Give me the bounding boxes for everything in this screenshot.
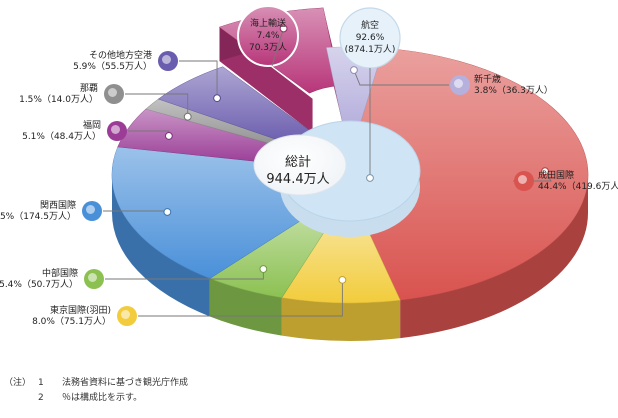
pie-slice-side xyxy=(281,297,401,342)
slice-label-value: 5.1%（48.4万人） xyxy=(22,131,101,142)
note-2-text: ％は構成比を示す。 xyxy=(62,391,142,403)
slice-label-name: 成田国際 xyxy=(538,169,574,181)
callout-bubble-shine xyxy=(238,6,298,66)
legend-bubble-shine xyxy=(518,175,527,184)
callout-line xyxy=(138,279,343,317)
slice-label-value: 44.4%（419.6万人） xyxy=(538,181,618,192)
note-1-text: 法務省資料に基づき観光庁作成 xyxy=(62,376,188,388)
legend-bubble-shine xyxy=(86,205,95,214)
slice-label-value: 8.0%（75.1万人） xyxy=(32,316,111,327)
center-total-value: 944.4万人 xyxy=(266,172,329,187)
notes: （注） 1 法務省資料に基づき観光庁作成 2 ％は構成比を示す。 xyxy=(4,376,188,403)
callout-dot xyxy=(163,208,172,216)
slice-label-name: 那覇 xyxy=(80,83,98,94)
callout-dot xyxy=(541,167,549,176)
slice-label-value: 5.4%（50.7万人） xyxy=(0,279,78,290)
slice-label-value: 70.3万人 xyxy=(249,42,287,53)
slice-label-name: 福岡 xyxy=(83,119,101,131)
slice-label-name: その他地方空港 xyxy=(89,49,152,61)
callouts xyxy=(82,5,552,326)
legend-bubble-shine xyxy=(162,55,171,64)
slice-label-name: 関西国際 xyxy=(40,199,76,211)
legend-bubble-shine xyxy=(108,88,117,97)
callout-dot xyxy=(279,24,288,33)
callout-dot xyxy=(259,265,268,273)
pie-slice-side xyxy=(209,278,282,336)
pie-slice-highlight xyxy=(359,48,588,301)
slice-label-value: 18.5%（174.5万人） xyxy=(0,211,76,222)
legend-bubble-shine xyxy=(111,125,120,134)
center-label: 総計 944.4万人 xyxy=(266,154,329,187)
slice-label-name: 東京国際(羽田) xyxy=(50,304,111,316)
pie-slice-highlight xyxy=(158,66,313,146)
legend-bubble-shine xyxy=(88,273,97,282)
legend-bubble-shine xyxy=(454,79,463,88)
inner-ring-label-value: (874.1万人) xyxy=(345,44,396,55)
slice-label-name: 海上輸送 xyxy=(250,17,286,29)
slice-label-name: 中部国際 xyxy=(42,267,78,279)
slice-label-value: 5.9%（55.5万人） xyxy=(73,61,152,72)
callout-line xyxy=(125,93,189,117)
pie-slice-highlight xyxy=(117,108,291,165)
callout-dot xyxy=(338,275,347,284)
pie-slice-highlight xyxy=(281,222,401,303)
callout-line xyxy=(179,60,218,99)
slice-label-value: 1.5%（14.0万人） xyxy=(19,94,98,105)
note-mark: （注） xyxy=(4,376,31,388)
slice-label-name: 新千歳 xyxy=(474,73,501,85)
inner-ring-label-percent: 92.6% xyxy=(356,33,385,43)
center-disc xyxy=(253,134,347,196)
callout-dot xyxy=(164,132,173,140)
pie-slice-side xyxy=(112,175,210,317)
inner-ring xyxy=(253,120,421,237)
slice-label-percent: 7.4% xyxy=(257,31,280,41)
callout-line xyxy=(353,69,449,86)
callout-dot xyxy=(183,112,192,121)
callout-dot xyxy=(350,66,358,74)
inner-ring-label-name: 航空 xyxy=(361,19,379,31)
note-2-number: 2 xyxy=(38,393,44,403)
legend-bubble-shine xyxy=(121,310,130,319)
slice-label-value: 3.8%（36.3万人） xyxy=(474,85,553,96)
pie-slice xyxy=(359,47,589,301)
note-1-number: 1 xyxy=(38,378,44,388)
pie-slice-side xyxy=(400,175,588,339)
callout-line xyxy=(271,28,285,67)
pie-slice-highlight xyxy=(209,215,330,298)
center-total-label: 総計 xyxy=(285,154,311,170)
callout-dot xyxy=(366,174,374,182)
callout-dot xyxy=(213,94,221,103)
pie-slice-highlight xyxy=(146,98,294,150)
